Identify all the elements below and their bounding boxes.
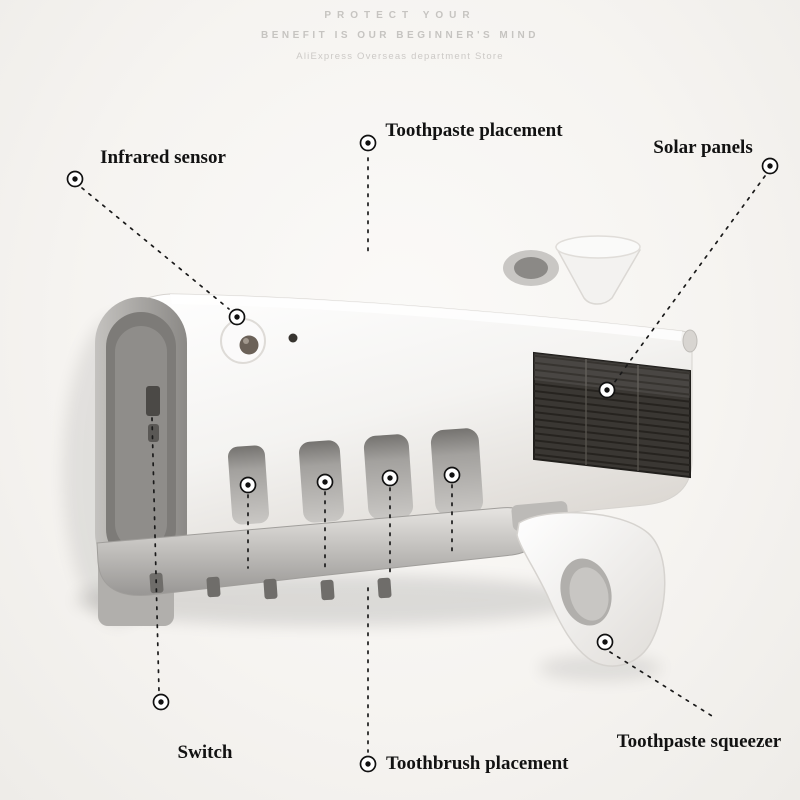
label-switch: Switch (177, 742, 233, 763)
marker-slot-2 (316, 473, 334, 491)
marker-switch (152, 693, 170, 711)
line-solar (613, 175, 766, 384)
label-infrared-sensor: Infrared sensor (100, 147, 226, 168)
label-toothpaste-squeezer: Toothpaste squeezer (616, 731, 782, 752)
line-infrared (81, 187, 230, 310)
label-toothpaste-placement: Toothpaste placement (385, 120, 563, 141)
body-top-highlight (170, 294, 682, 341)
marker-slot-1 (239, 476, 257, 494)
toothpaste-squeezer-part (511, 501, 666, 667)
label-solar-panels: Solar panels (653, 137, 753, 158)
line-switch (151, 417, 160, 693)
marker-solar-part (598, 381, 616, 399)
marker-slot-3 (381, 469, 399, 487)
banner-line-2: BENEFIT IS OUR BEGINNER'S MIND (261, 30, 539, 41)
store-name: AliExpress Overseas department Store (296, 51, 504, 62)
banner-line-1: PROTECT YOUR (324, 10, 476, 21)
marker-solar-label (761, 157, 779, 175)
infrared-sensor-part (220, 318, 298, 364)
marker-infrared-label (66, 170, 84, 188)
store-banner: PROTECT YOUR BENEFIT IS OUR BEGINNER'S M… (0, 0, 800, 62)
power-switch (146, 386, 160, 416)
marker-infrared-part (228, 308, 246, 326)
marker-squeezer-part (596, 633, 614, 651)
left-end-cap (95, 297, 187, 579)
solar-panel-part (533, 351, 691, 479)
marker-toothbrush-label (359, 755, 377, 773)
marker-slot-4 (443, 466, 461, 484)
marker-toothpaste-placement (359, 134, 377, 152)
end-knob (682, 329, 698, 353)
sterilizer-device (95, 235, 698, 667)
indicator-led (288, 333, 298, 343)
callout-markers (66, 134, 779, 773)
callout-lines (81, 157, 766, 753)
line-squeezer (609, 651, 713, 717)
toothpaste-funnel (503, 235, 642, 305)
label-toothbrush-placement: Toothbrush placement (386, 753, 569, 774)
